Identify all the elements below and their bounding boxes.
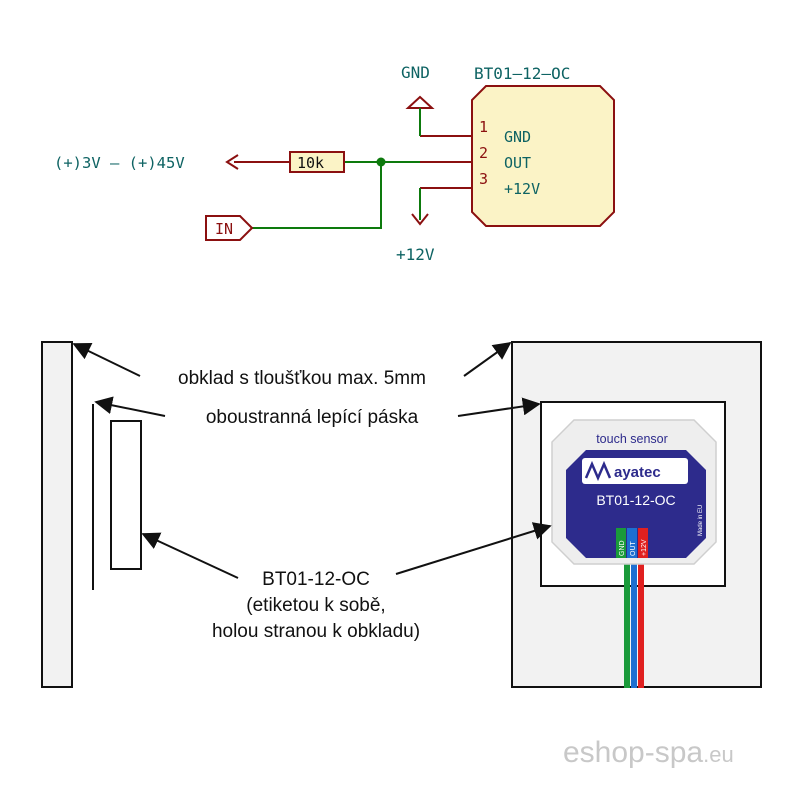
sensor-module: touch sensor ayatec BT01-12-OC Made in E… <box>551 419 717 565</box>
watermark-suffix: .eu <box>703 742 734 767</box>
watermark-text: eshop-spa.eu <box>563 736 734 769</box>
callout-tile: obklad s tloušťkou max. 5mm <box>178 368 426 389</box>
arrow-sensor-left <box>141 532 239 579</box>
input-port-label: IN <box>215 220 233 238</box>
voltage-range-label: (+)3V – (+)45V <box>54 154 185 172</box>
wire-strip-green <box>616 528 626 558</box>
callout-sensor-line-1: BT01-12-OC <box>262 569 370 590</box>
sensor-top-text: touch sensor <box>596 432 668 446</box>
wire-strip-red <box>638 528 648 558</box>
component-body <box>471 85 615 227</box>
side-tile <box>41 341 73 688</box>
gnd-symbol <box>405 95 435 109</box>
wire-label-gnd: GND <box>619 540 626 556</box>
arrow-tile-right <box>463 341 512 377</box>
made-in-text: Made in EU <box>698 505 704 536</box>
gnd-symbol-label: GND <box>401 63 430 82</box>
ayatec-logo-icon <box>584 460 612 482</box>
component-name: BT01–12–OC <box>474 64 570 83</box>
pin-1-name: GND <box>504 128 531 146</box>
wire-label-out: OUT <box>630 541 637 557</box>
arrow-tile-left <box>72 342 141 377</box>
input-port <box>205 215 254 241</box>
pin-3-name: +12V <box>504 180 540 198</box>
arrow-tape-right <box>457 397 541 417</box>
side-sensor <box>110 420 142 570</box>
callout-sensor-line-3: holou stranou k obkladu) <box>212 621 420 642</box>
pin-2-number: 2 <box>479 144 488 162</box>
wire-label-12v: +12V <box>641 539 648 556</box>
pin-2-name: OUT <box>504 154 531 172</box>
resistor-value: 10k <box>297 154 324 172</box>
arrow-sensor-right <box>395 522 552 575</box>
pin-1-number: 1 <box>479 118 488 136</box>
arrow-tape-left <box>94 396 166 417</box>
supply-symbol <box>411 213 429 226</box>
mounting-illustration: touch sensor ayatec BT01-12-OC Made in E… <box>41 341 762 688</box>
supply-symbol-label: +12V <box>396 245 435 264</box>
sensor-model: BT01-12-OC <box>596 492 675 508</box>
watermark: eshop-spa.eu <box>563 736 734 769</box>
pin-3-number: 3 <box>479 170 488 188</box>
callout-tape: oboustranná lepící páska <box>206 407 419 428</box>
brand-name: ayatec <box>614 464 661 481</box>
schematic: BT01–12–OC 1 2 3 GND OUT +12V GND +12V 1… <box>54 63 615 264</box>
watermark-main: eshop-spa <box>563 736 703 769</box>
wire-strip-blue <box>627 528 637 558</box>
callout-sensor-line-2: (etiketou k sobě, <box>246 595 385 616</box>
in-wire <box>252 162 382 229</box>
output-arrow <box>225 154 239 170</box>
